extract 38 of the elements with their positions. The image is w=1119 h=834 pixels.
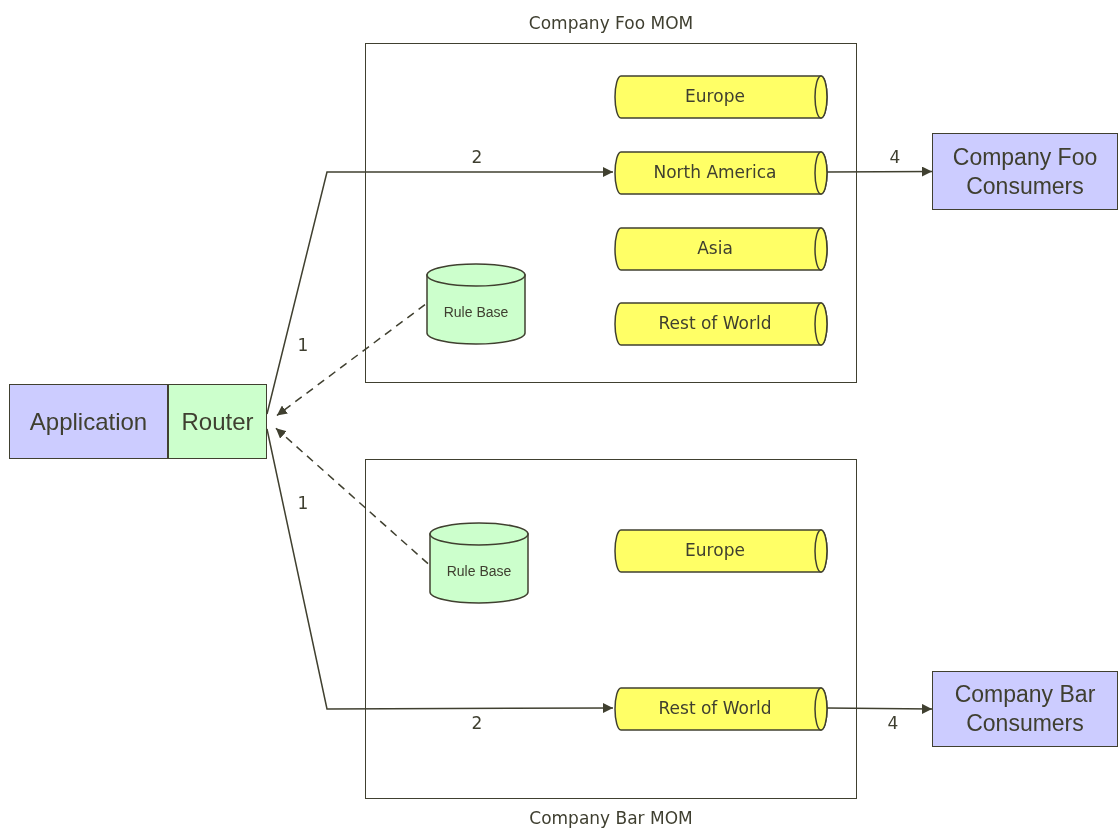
node-label: Europe	[685, 85, 745, 109]
router-box	[168, 384, 267, 459]
node-label: Rule Base	[443, 302, 509, 322]
edge-label: 2	[471, 148, 483, 166]
queue-cylinder	[614, 151, 828, 195]
node-label: Company Bar Consumers	[953, 680, 1097, 738]
edge-label: 1	[297, 494, 309, 512]
queue-cylinder	[614, 529, 828, 573]
arrow	[826, 703, 933, 714]
node-label: Application	[29, 406, 148, 437]
queue-cylinder	[614, 75, 828, 119]
node-label: Company Foo Consumers	[951, 142, 1099, 201]
queue-cylinder	[614, 687, 828, 731]
queue-cylinder	[614, 227, 828, 271]
queue-cylinder	[614, 302, 828, 346]
database-cylinder	[426, 263, 526, 345]
consumer-box	[932, 671, 1118, 747]
group-title: Company Foo MOM	[527, 12, 695, 35]
arrow	[826, 166, 933, 177]
edge-label: 2	[471, 714, 483, 732]
edge-label: 4	[887, 714, 899, 732]
node-label: Rule Base	[446, 561, 512, 581]
consumer-box	[932, 133, 1118, 210]
node-label: Asia	[697, 237, 733, 261]
node-label: North America	[653, 161, 777, 185]
arrow	[266, 428, 614, 714]
edge-label: 1	[297, 336, 309, 354]
arrow	[276, 303, 426, 417]
application-box	[9, 384, 168, 459]
group-title: Company Bar MOM	[528, 806, 694, 830]
arrow	[275, 427, 429, 565]
database-cylinder	[429, 522, 529, 604]
node-label: Rest of World	[658, 697, 772, 721]
node-label: Rest of World	[658, 312, 772, 336]
edge-label: 4	[889, 148, 901, 166]
node-label: Router	[181, 406, 254, 437]
arrow	[266, 167, 614, 415]
node-label: Europe	[685, 539, 745, 563]
